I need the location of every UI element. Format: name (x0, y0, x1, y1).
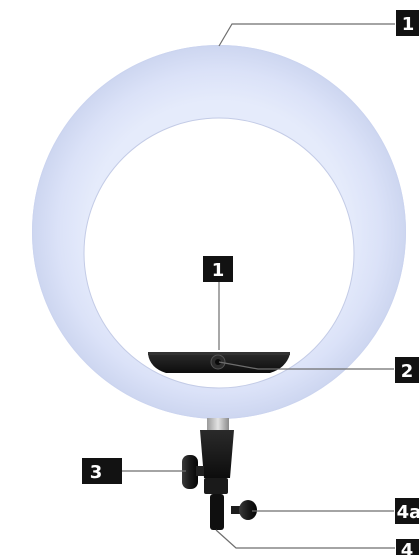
callout-top-inner-label: 1 (212, 260, 225, 281)
callout-knob-right-label: 4a (397, 502, 419, 523)
leader-base (216, 530, 395, 548)
callout-mount-screw-label: 2 (401, 361, 414, 382)
callout-ring: 1 (396, 10, 419, 36)
mount-screw (211, 355, 225, 369)
callout-knob-left: 3 (82, 458, 122, 484)
leader-ring (219, 24, 395, 46)
right-knob (231, 500, 257, 520)
callout-base: 4 (396, 539, 419, 555)
left-knob (182, 455, 204, 489)
stand-mount (200, 418, 234, 530)
callout-knob-right: 4a (395, 498, 419, 524)
callout-mount-screw: 2 (395, 357, 419, 383)
callout-knob-left-label: 3 (90, 462, 103, 483)
callout-top-inner: 1 (203, 256, 233, 282)
callout-ring-label: 1 (402, 14, 415, 35)
callout-base-label: 4 (401, 540, 414, 555)
